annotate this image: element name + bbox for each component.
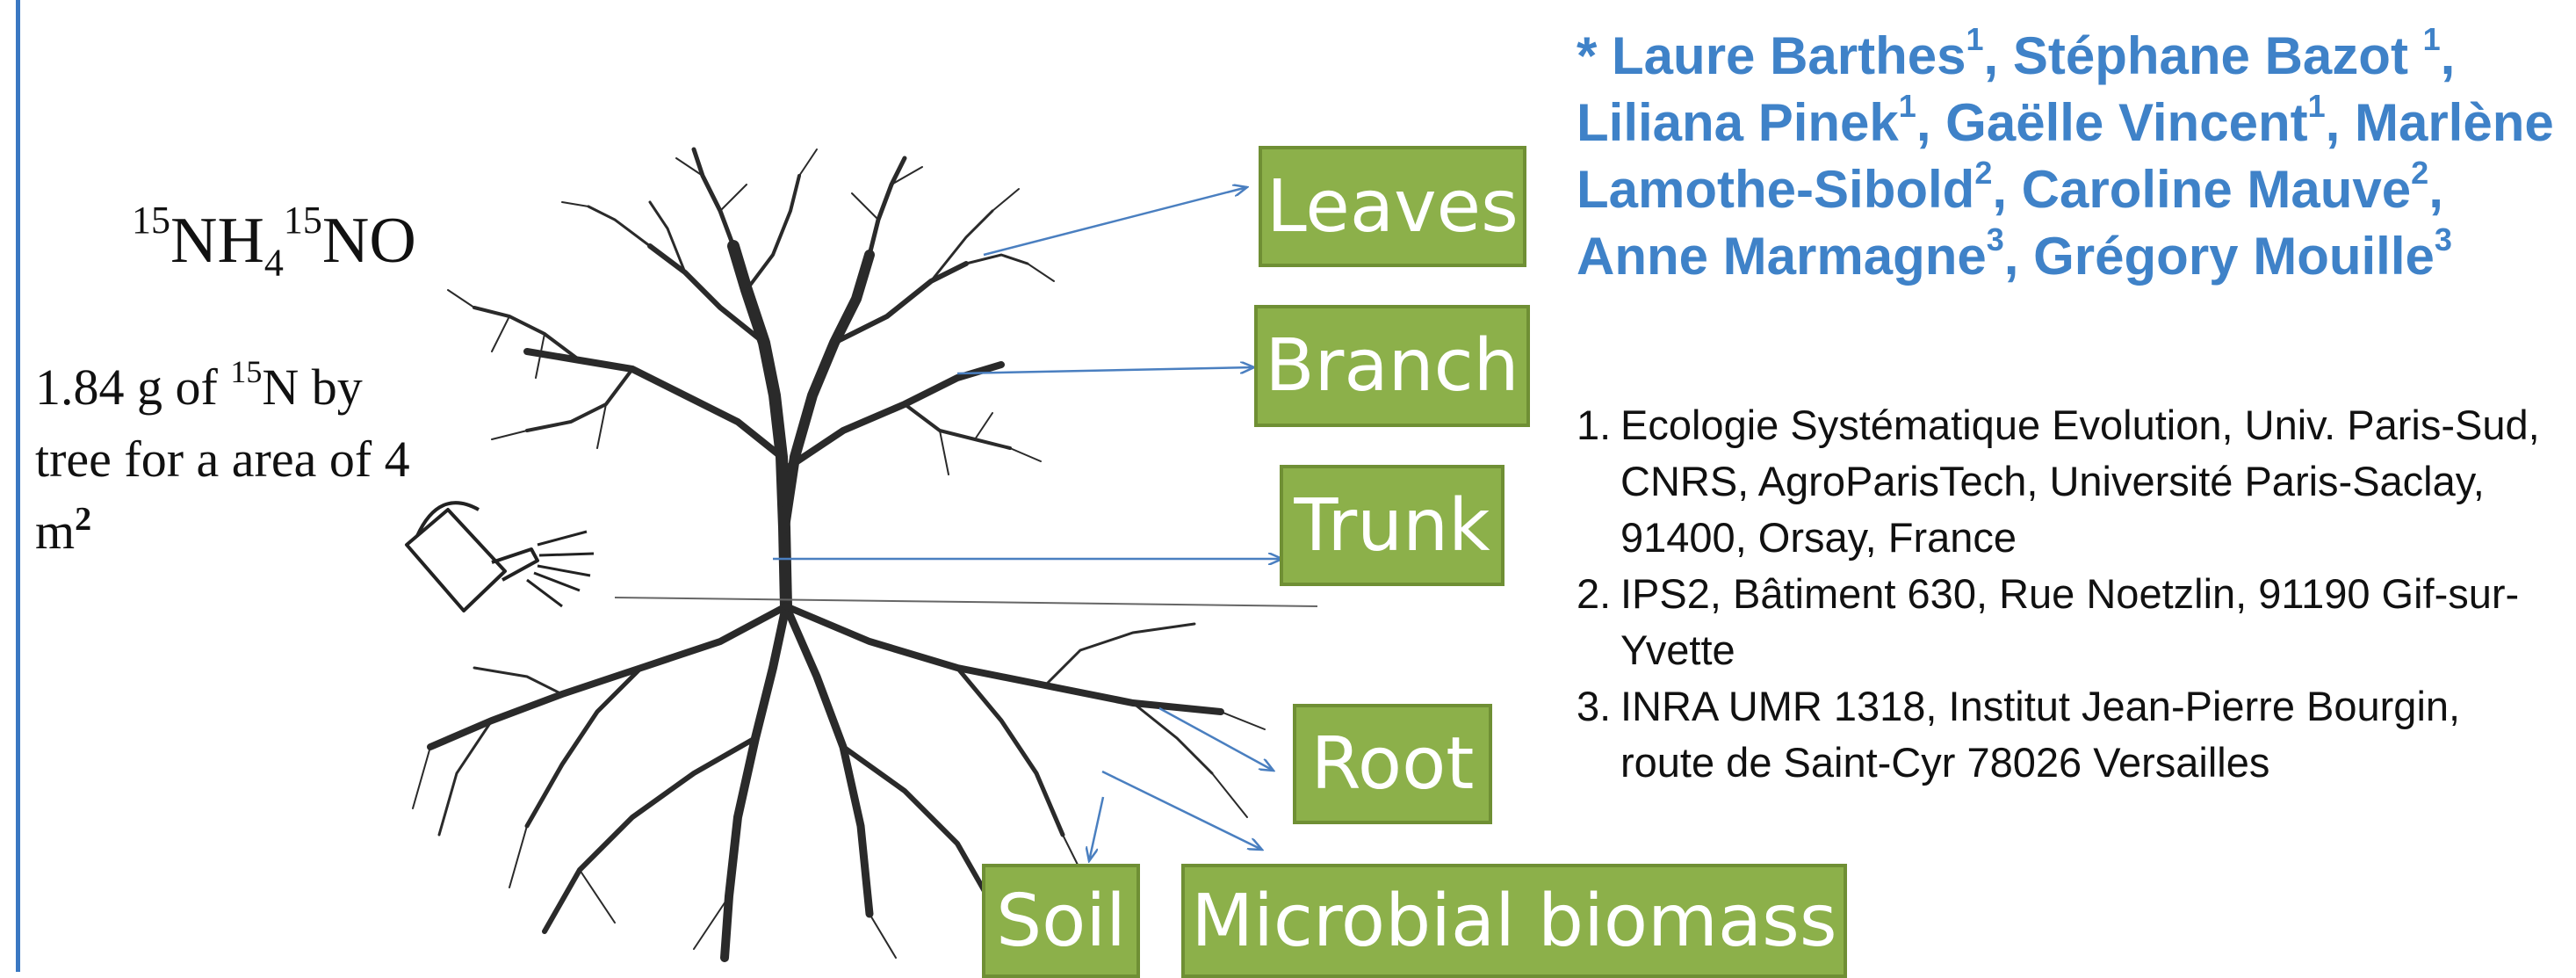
watering-can-icon: [407, 503, 594, 611]
affiliation-item: 2.IPS2, Bâtiment 630, Rue Noetzlin, 9119…: [1577, 566, 2560, 678]
affiliation-number: 3.: [1577, 678, 1620, 791]
arrow-to-leaves: [984, 187, 1247, 255]
dose-description: 1.84 g of 15N by tree for a area of 4 m2: [35, 351, 422, 568]
subscript-4: 4: [264, 241, 284, 284]
dose-amount: 1.84 g of: [35, 359, 230, 416]
trunk-box: Trunk: [1280, 465, 1504, 586]
author-list: * Laure Barthes1, Stéphane Bazot 1, Lili…: [1577, 23, 2560, 290]
branch-box: Branch: [1254, 305, 1530, 427]
affiliation-item: 3.INRA UMR 1318, Institut Jean-Pierre Bo…: [1577, 678, 2560, 791]
affiliation-text: Ecologie Systématique Evolution, Univ. P…: [1620, 397, 2560, 566]
dose-isotope-15: 15: [230, 354, 262, 389]
tree-illustration: [448, 149, 1054, 606]
formula-nh: NH: [170, 205, 264, 277]
author-4: , Gaëlle Vincent1: [1916, 93, 2326, 152]
isotope-formula: 15NH415NO: [132, 204, 416, 279]
arrow-to-microbial: [1102, 772, 1262, 850]
author-2: , Stéphane Bazot 1: [1984, 26, 2441, 85]
dose-square: 2: [75, 501, 91, 538]
affiliation-text: IPS2, Bâtiment 630, Rue Noetzlin, 91190 …: [1620, 566, 2560, 678]
author-8: , Grégory Mouille3: [2004, 227, 2452, 286]
root-box: Root: [1293, 704, 1492, 824]
arrow-to-branch: [957, 367, 1254, 373]
formula-no: NO: [322, 205, 416, 277]
leaves-box: Leaves: [1259, 146, 1526, 267]
soil-box: Soil: [982, 864, 1140, 978]
affiliation-item: 1.Ecologie Systématique Evolution, Univ.…: [1577, 397, 2560, 566]
author-6: , Caroline Mauve2: [1992, 160, 2428, 219]
affiliation-number: 2.: [1577, 566, 1620, 678]
affiliation-number: 1.: [1577, 397, 1620, 566]
ground-line: [615, 598, 1317, 606]
isotope-mass-15-b: 15: [284, 199, 322, 242]
author-1: * Laure Barthes1: [1577, 26, 1984, 85]
affiliation-list: 1.Ecologie Systématique Evolution, Univ.…: [1577, 397, 2560, 791]
arrow-to-soil: [1089, 797, 1103, 861]
microbial-biomass-box: Microbial biomass: [1181, 864, 1847, 978]
affiliation-text: INRA UMR 1318, Institut Jean-Pierre Bour…: [1620, 678, 2560, 791]
isotope-mass-15-a: 15: [132, 199, 170, 242]
